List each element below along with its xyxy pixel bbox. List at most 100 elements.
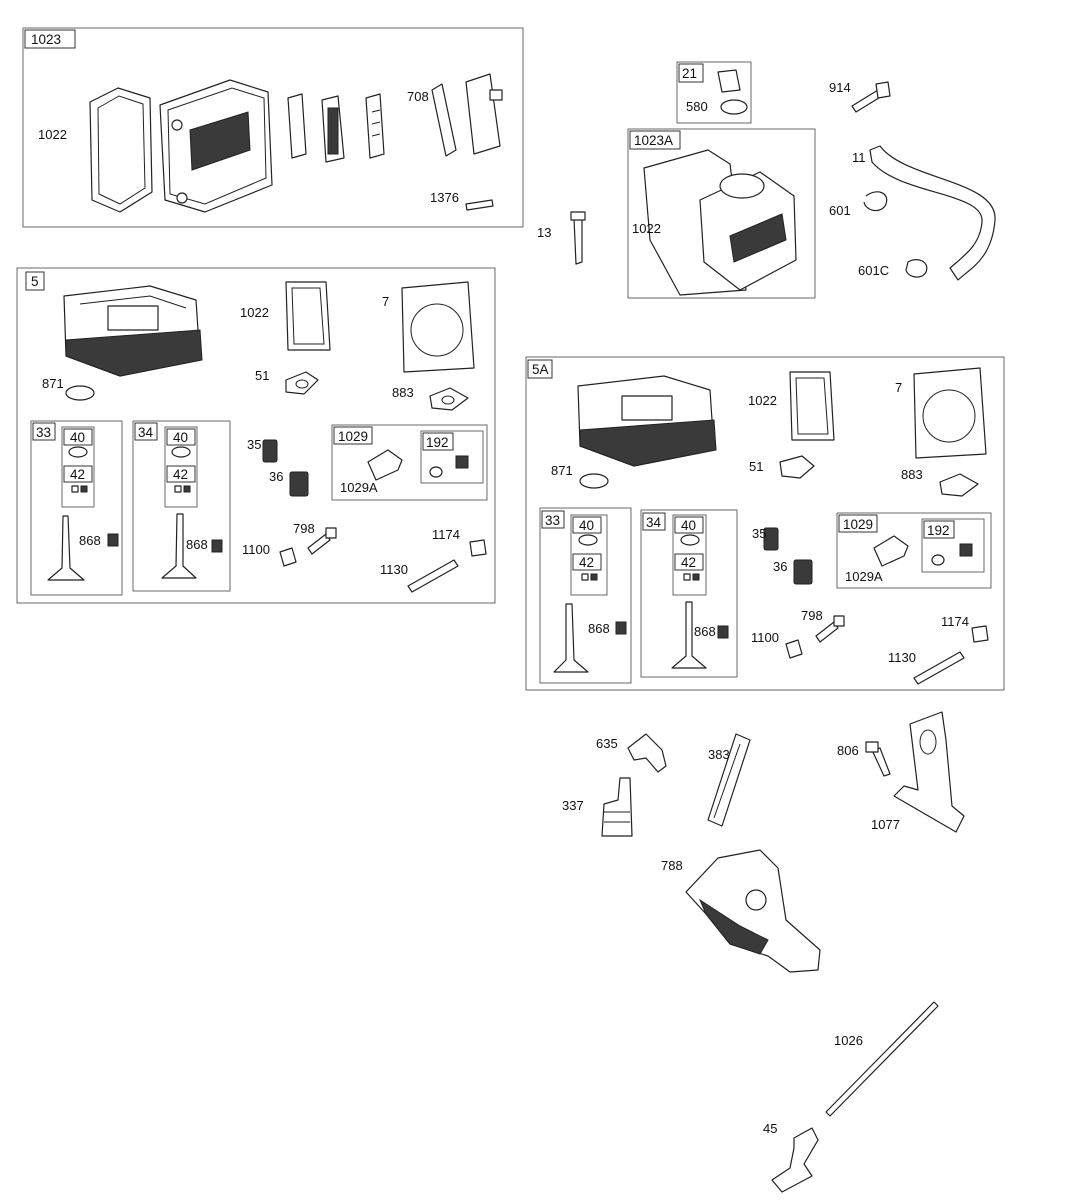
label-7-a: 7	[382, 294, 389, 309]
group-tags: 1023 5 33 34 40 42 40 42 1029 192 21 102…	[24, 29, 955, 571]
label-1130-a: 1130	[380, 562, 408, 577]
label-868-a: 868	[79, 533, 101, 548]
oil-cap-21	[717, 69, 741, 93]
label-580: 580	[686, 99, 708, 114]
label-1029A-b: 1029A	[845, 569, 883, 584]
frames	[16, 27, 1005, 691]
nut-1174-a	[469, 539, 487, 557]
label-1130-b: 1130	[888, 650, 916, 665]
tag-42-a: 42	[70, 467, 85, 482]
tag-1023A: 1023A	[634, 133, 673, 148]
label-883-b: 883	[901, 467, 923, 482]
label-806: 806	[837, 743, 859, 758]
tag-192-b: 192	[927, 523, 950, 538]
spark-plug-337	[601, 777, 633, 837]
valve-34	[161, 513, 197, 579]
label-708: 708	[407, 89, 429, 104]
tappet-45	[771, 1127, 819, 1193]
valve-33A	[553, 603, 589, 673]
rocker-1029A-a	[367, 449, 403, 481]
tag-40-c: 40	[579, 518, 594, 533]
valve-cover-1023	[159, 79, 273, 213]
seal-868-d	[717, 625, 729, 639]
label-7-b: 7	[895, 380, 902, 395]
tag-33A: 33	[545, 513, 560, 528]
plate-c	[365, 93, 385, 159]
spring-35-a	[262, 439, 278, 463]
valve-33	[47, 515, 85, 581]
seal-868-a	[107, 533, 119, 547]
label-1100-a: 1100	[242, 542, 270, 557]
gasket-51-a	[285, 371, 319, 395]
breather-cover	[465, 73, 501, 155]
tag-42-d: 42	[681, 555, 696, 570]
label-13: 13	[537, 225, 551, 240]
label-1077: 1077	[871, 817, 900, 832]
label-1026: 1026	[834, 1033, 863, 1048]
o-ring-580	[720, 99, 748, 115]
tag-40-a: 40	[70, 430, 85, 445]
label-601: 601	[829, 203, 851, 218]
label-1029A-a: 1029A	[340, 480, 378, 495]
tag-40-d: 40	[681, 518, 696, 533]
label-45: 45	[763, 1121, 777, 1136]
label-35-a: 35	[247, 437, 261, 452]
label-51-b: 51	[749, 459, 763, 474]
seal-871-b	[579, 473, 609, 489]
boot-635	[627, 733, 667, 773]
screw-1376	[465, 199, 494, 211]
label-871-b: 871	[551, 463, 573, 478]
label-1174-a: 1174	[432, 527, 460, 542]
label-1174-b: 1174	[941, 614, 969, 629]
tag-40-b: 40	[173, 430, 188, 445]
tag-1029: 1029	[338, 429, 368, 444]
gasket-1022-a	[89, 87, 153, 213]
hose-11	[869, 145, 996, 281]
label-798-b: 798	[801, 608, 823, 623]
rod-1130-a	[407, 559, 459, 593]
tag-1029-b: 1029	[843, 517, 873, 532]
valve-34A	[671, 601, 707, 669]
label-868-c: 868	[588, 621, 610, 636]
seal-868-b	[211, 539, 223, 553]
gasket-1022-d	[789, 371, 835, 441]
coil-383	[707, 733, 751, 827]
label-1022-b: 1022	[632, 221, 661, 236]
nut-1174-b	[971, 625, 989, 643]
tag-33: 33	[36, 425, 51, 440]
gasket-883-a	[429, 387, 469, 411]
label-871-a: 871	[42, 376, 64, 391]
bracket-1077	[893, 711, 965, 833]
label-1376: 1376	[430, 190, 459, 205]
tag-1023: 1023	[31, 32, 61, 47]
label-1022-a: 1022	[38, 127, 67, 142]
cylinder-head-5	[63, 285, 203, 377]
tag-34A: 34	[646, 515, 662, 530]
stud-798-a	[307, 533, 331, 555]
plate-a	[287, 93, 307, 159]
label-788: 788	[661, 858, 683, 873]
label-35-b: 35	[752, 526, 766, 541]
label-1100-b: 1100	[751, 630, 779, 645]
spring-36-a	[289, 471, 309, 497]
label-868-b: 868	[186, 537, 208, 552]
label-11: 11	[852, 150, 866, 165]
label-337: 337	[562, 798, 584, 813]
label-1022-c: 1022	[240, 305, 269, 320]
cylinder-head-5A	[577, 375, 717, 467]
label-914: 914	[829, 80, 851, 95]
label-51-a: 51	[255, 368, 269, 383]
stud-798-b	[815, 621, 839, 643]
label-383: 383	[708, 747, 730, 762]
clamp-601	[863, 191, 888, 212]
tag-5A: 5A	[532, 362, 549, 377]
label-36-a: 36	[269, 469, 283, 484]
guide-1100-a	[279, 547, 297, 567]
spring-36-b	[793, 559, 813, 585]
seal-871-a	[65, 385, 95, 401]
clamp-601C	[905, 259, 928, 278]
gasket-708	[431, 83, 457, 157]
rod-1130-b	[913, 651, 965, 685]
label-883-a: 883	[392, 385, 414, 400]
